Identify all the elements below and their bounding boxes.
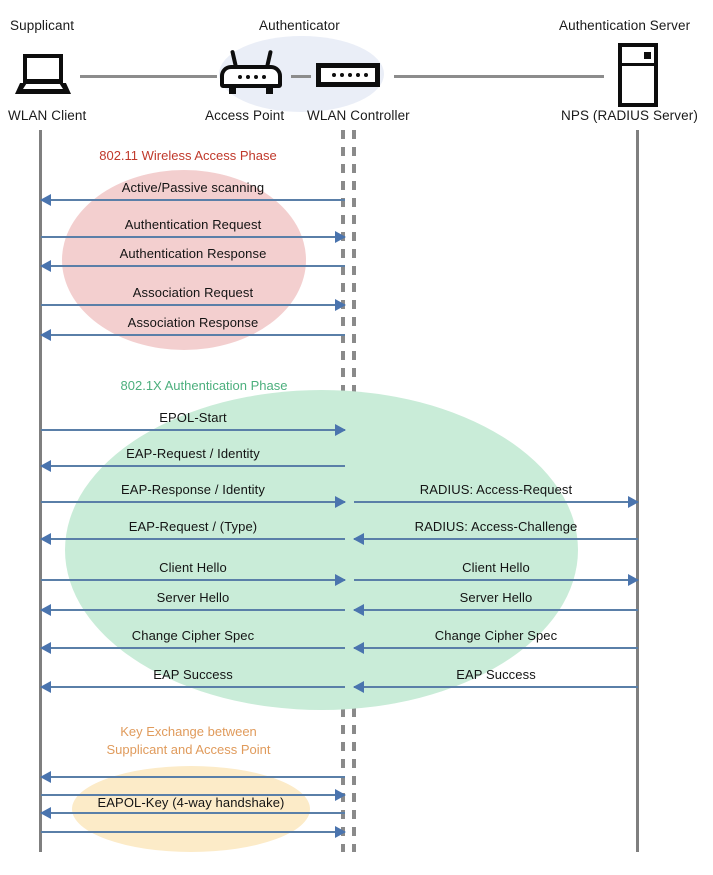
actor-role-supplicant: Supplicant bbox=[10, 18, 75, 33]
message-label-left-association-request-3: Association Request bbox=[132, 285, 254, 300]
arrow-head-left-icon bbox=[40, 681, 51, 693]
laptop-icon bbox=[15, 54, 71, 96]
arrow-head-left-icon bbox=[40, 460, 51, 472]
message-line-left-authentication-request-1 bbox=[41, 236, 345, 238]
message-line-left-epol-start-5 bbox=[41, 429, 345, 431]
arrow-head-left-icon bbox=[40, 604, 51, 616]
message-label-right-radius-access-challenge-1: RADIUS: Access-Challenge bbox=[414, 519, 578, 534]
message-label-right-client-hello-2: Client Hello bbox=[462, 560, 530, 575]
arrow-head-left-icon bbox=[353, 604, 364, 616]
lifeline-supplicant bbox=[39, 130, 42, 852]
wire-ap-to-controller bbox=[291, 75, 311, 78]
message-line-left-eap-success-12 bbox=[41, 686, 345, 688]
arrow-head-right-icon bbox=[335, 231, 346, 243]
message-label-left-server-hello-10: Server Hello bbox=[156, 590, 230, 605]
message-line-left-active-passive-scanning-0 bbox=[41, 199, 345, 201]
arrow-head-left-icon bbox=[40, 329, 51, 341]
message-line-left-change-cipher-spec-11 bbox=[41, 647, 345, 649]
message-line-left-arrow-13 bbox=[41, 776, 345, 778]
message-label-left-change-cipher-spec-11: Change Cipher Spec bbox=[131, 628, 255, 643]
message-line-left-association-response-4 bbox=[41, 334, 345, 336]
message-line-left-arrow-14 bbox=[41, 794, 345, 796]
phase-ellipse-key-exchange bbox=[72, 766, 310, 852]
actor-caption-access-point: Access Point bbox=[205, 108, 285, 123]
arrow-head-left-icon bbox=[40, 260, 51, 272]
phase-label-wireless-access: 802.11 Wireless Access Phase bbox=[99, 148, 277, 163]
arrow-head-left-icon bbox=[353, 533, 364, 545]
message-label-right-eap-success-5: EAP Success bbox=[456, 667, 536, 682]
wire-controller-to-server bbox=[394, 75, 604, 78]
arrow-head-left-icon bbox=[40, 771, 51, 783]
message-line-right-change-cipher-spec-4 bbox=[354, 647, 638, 649]
message-line-left-eap-response-identity-7 bbox=[41, 501, 345, 503]
actor-role-auth-server: Authentication Server bbox=[559, 18, 691, 33]
message-line-left-eap-request-identity-6 bbox=[41, 465, 345, 467]
arrow-head-left-icon bbox=[40, 533, 51, 545]
message-label-left-client-hello-9: Client Hello bbox=[159, 560, 227, 575]
message-label-left-eap-request-identity-6: EAP-Request / Identity bbox=[126, 446, 260, 461]
message-label-left-authentication-request-1: Authentication Request bbox=[124, 217, 262, 232]
message-line-left-client-hello-9 bbox=[41, 579, 345, 581]
message-line-left-authentication-response-2 bbox=[41, 265, 345, 267]
message-line-left-arrow-15 bbox=[41, 812, 345, 814]
actor-caption-nps-server: NPS (RADIUS Server) bbox=[561, 108, 698, 123]
actor-caption-wlan-client: WLAN Client bbox=[8, 108, 87, 123]
arrow-head-left-icon bbox=[40, 642, 51, 654]
message-label-right-change-cipher-spec-4: Change Cipher Spec bbox=[434, 628, 558, 643]
actor-caption-wlan-controller: WLAN Controller bbox=[307, 108, 410, 123]
arrow-head-right-icon bbox=[335, 424, 346, 436]
message-line-left-arrow-16 bbox=[41, 831, 345, 833]
message-label-left-eap-success-12: EAP Success bbox=[153, 667, 233, 682]
message-line-right-radius-access-request-0 bbox=[354, 501, 638, 503]
arrow-head-right-icon bbox=[335, 574, 346, 586]
arrow-head-left-icon bbox=[40, 807, 51, 819]
arrow-head-right-icon bbox=[335, 299, 346, 311]
message-line-right-client-hello-2 bbox=[354, 579, 638, 581]
message-label-right-server-hello-3: Server Hello bbox=[459, 590, 533, 605]
phase-label-dot1x: 802.1X Authentication Phase bbox=[120, 378, 288, 393]
network-controller-icon bbox=[316, 63, 380, 87]
phase-label-key-exchange-line1: Key Exchange between bbox=[120, 724, 257, 739]
arrow-head-right-icon bbox=[628, 574, 639, 586]
message-label-left-eap-request-type-8: EAP-Request / (Type) bbox=[128, 519, 258, 534]
message-line-left-eap-request-type-8 bbox=[41, 538, 345, 540]
phase-label-key-exchange-line2: Supplicant and Access Point bbox=[106, 742, 271, 757]
arrow-head-left-icon bbox=[40, 194, 51, 206]
actor-role-authenticator: Authenticator bbox=[259, 18, 340, 33]
message-label-left-active-passive-scanning-0: Active/Passive scanning bbox=[121, 180, 265, 195]
wireless-router-icon bbox=[220, 49, 282, 95]
arrow-head-right-icon bbox=[335, 496, 346, 508]
message-label-right-radius-access-request-0: RADIUS: Access-Request bbox=[419, 482, 573, 497]
lifeline-auth-server bbox=[636, 130, 639, 852]
message-label-eapol-key: EAPOL-Key (4-way handshake) bbox=[97, 795, 285, 810]
message-label-left-epol-start-5: EPOL-Start bbox=[159, 410, 227, 425]
message-line-right-radius-access-challenge-1 bbox=[354, 538, 638, 540]
message-line-right-eap-success-5 bbox=[354, 686, 638, 688]
message-line-left-server-hello-10 bbox=[41, 609, 345, 611]
arrow-head-right-icon bbox=[335, 826, 346, 838]
wire-client-to-ap bbox=[80, 75, 217, 78]
arrow-head-right-icon bbox=[335, 789, 346, 801]
arrow-head-left-icon bbox=[353, 681, 364, 693]
message-label-left-authentication-response-2: Authentication Response bbox=[119, 246, 267, 261]
phase-ellipse-dot1x bbox=[65, 390, 578, 710]
message-label-left-eap-response-identity-7: EAP-Response / Identity bbox=[121, 482, 265, 497]
server-tower-icon bbox=[618, 43, 658, 107]
arrow-head-left-icon bbox=[353, 642, 364, 654]
message-line-right-server-hello-3 bbox=[354, 609, 638, 611]
arrow-head-right-icon bbox=[628, 496, 639, 508]
message-line-left-association-request-3 bbox=[41, 304, 345, 306]
message-label-left-association-response-4: Association Response bbox=[127, 315, 259, 330]
